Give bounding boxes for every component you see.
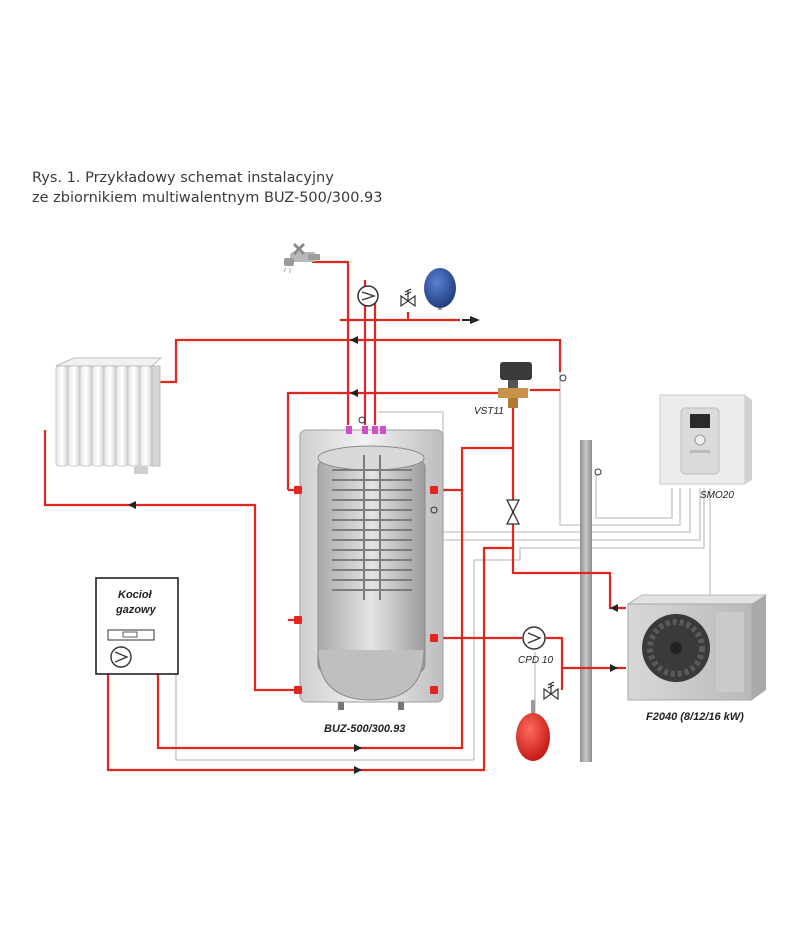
three-way-valve-icon xyxy=(498,362,532,408)
boiler-label-line2: gazowy xyxy=(115,604,157,616)
safety-valve-icon xyxy=(400,288,416,308)
controller-unit xyxy=(659,394,752,485)
figure-caption: Rys. 1. Przykładowy schemat instalacyjny… xyxy=(32,168,383,208)
boiler-label-line1: Kocioł xyxy=(118,589,153,601)
tap-icon xyxy=(283,242,320,273)
valve-label: VST11 xyxy=(474,406,504,417)
heat-pump-unit xyxy=(626,594,768,701)
radiator-icon xyxy=(55,357,163,474)
sensor-icons xyxy=(358,374,602,514)
circulation-pump-icon xyxy=(522,626,546,650)
expansion-vessel-icon xyxy=(424,268,456,310)
pump-icon xyxy=(357,285,379,307)
mounting-pole xyxy=(580,440,592,762)
storage-tank xyxy=(294,426,444,710)
flow-arrows xyxy=(128,316,618,774)
heat-pump-label: F2040 (8/12/16 kW) xyxy=(646,711,744,723)
controller-label: SMO20 xyxy=(700,490,734,501)
tank-label: BUZ-500/300.93 xyxy=(324,723,405,735)
caption-line-1: Rys. 1. Przykładowy schemat instalacyjny xyxy=(32,170,334,186)
safety-valve-lower-icon xyxy=(543,681,559,701)
expansion-vessel-red-icon xyxy=(516,700,550,761)
boiler-pump-icon xyxy=(110,646,132,668)
gas-boiler xyxy=(95,577,179,675)
caption-line-2: ze zbiornikiem multiwalentnym BUZ-500/30… xyxy=(32,190,383,206)
pump-label: CPD 10 xyxy=(518,655,553,666)
check-valve-icon xyxy=(505,499,521,525)
